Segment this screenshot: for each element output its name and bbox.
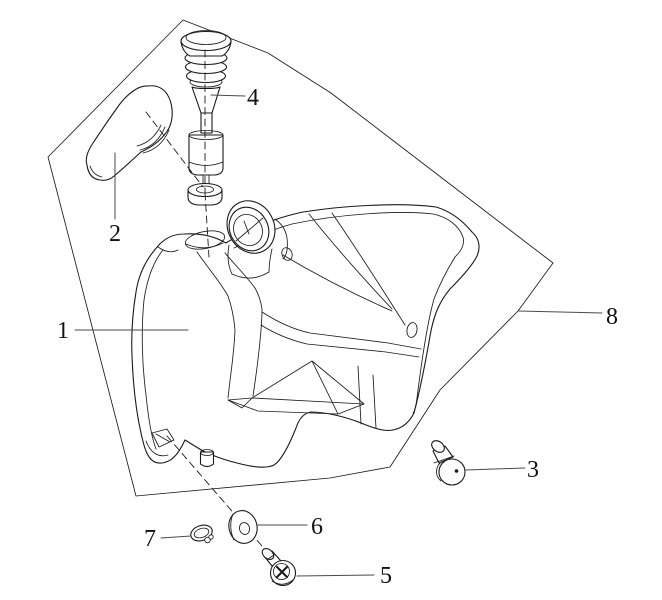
callout-6-label: 6 bbox=[311, 514, 323, 540]
leader-line-7 bbox=[160, 535, 192, 539]
callout-2-label: 2 bbox=[109, 221, 121, 247]
callout-8-label: 8 bbox=[606, 304, 618, 330]
oil-tank bbox=[131, 200, 480, 468]
filler-neck bbox=[226, 200, 276, 279]
tank-nipple bbox=[199, 449, 215, 468]
assembly-axis-bottom bbox=[166, 435, 282, 569]
callout-4-label: 4 bbox=[247, 85, 259, 111]
leader-line-5 bbox=[296, 574, 375, 577]
washer bbox=[228, 510, 258, 544]
drawing-frame-border bbox=[47, 19, 554, 497]
callout-3-label: 3 bbox=[527, 457, 539, 483]
centre-lines bbox=[145, 49, 210, 258]
leader-line-3 bbox=[465, 467, 526, 471]
dipstick-cap bbox=[180, 30, 232, 206]
leader-line-8 bbox=[518, 310, 603, 314]
callout-7-label: 7 bbox=[144, 526, 156, 552]
flange-bolt bbox=[431, 440, 466, 486]
phillips-screw bbox=[261, 548, 297, 587]
rubber-boot bbox=[85, 85, 173, 181]
callouts: 1 2 3 4 5 6 7 8 bbox=[57, 85, 618, 589]
dipstick-knob bbox=[180, 30, 232, 88]
callout-1-label: 1 bbox=[57, 318, 69, 344]
circlip-clamp bbox=[190, 524, 214, 544]
leader-line-4 bbox=[210, 94, 246, 97]
callout-5-label: 5 bbox=[380, 563, 392, 589]
